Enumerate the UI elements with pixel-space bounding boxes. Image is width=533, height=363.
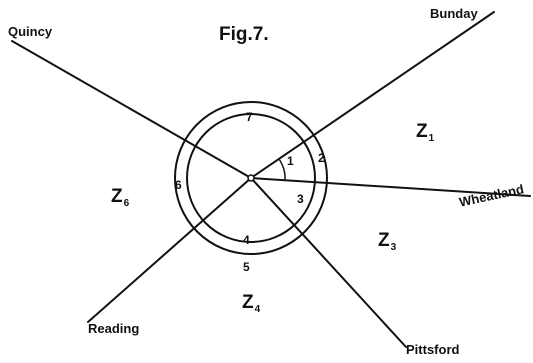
zone-label-6: Z6 (111, 186, 130, 209)
line-reading (87, 177, 252, 323)
label-quincy: Quincy (8, 24, 53, 39)
number-3: 3 (297, 192, 304, 206)
line-quincy (11, 40, 252, 179)
number-5: 5 (243, 260, 250, 274)
number-4: 4 (243, 233, 250, 247)
line-pittsford (250, 177, 407, 348)
number-2: 2 (318, 151, 325, 165)
line-wheatland (250, 177, 531, 197)
angle-arc (278, 158, 286, 181)
number-1: 1 (287, 154, 294, 168)
center-point (247, 174, 255, 182)
number-7: 7 (246, 110, 253, 124)
label-reading: Reading (88, 321, 140, 336)
label-pittsford: Pittsford (406, 342, 460, 357)
number-6: 6 (175, 178, 182, 192)
zone-label-4: Z4 (242, 292, 261, 315)
inner-circle (186, 113, 316, 243)
label-bunday: Bunday (430, 6, 478, 21)
figure-title: Fig.7. (219, 24, 269, 45)
zone-label-3: Z3 (378, 230, 397, 253)
line-bunday (250, 11, 495, 179)
outer-circle (174, 101, 328, 255)
zone-label-1: Z1 (416, 121, 435, 144)
